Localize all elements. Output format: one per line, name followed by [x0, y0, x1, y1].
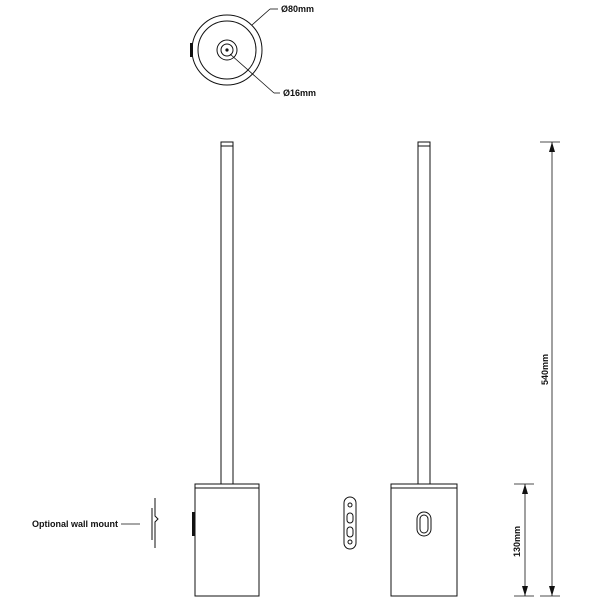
total-height-dimension: 540mm — [540, 141, 560, 597]
bracket-top-hole — [347, 502, 353, 508]
top-view-center-dot — [225, 48, 229, 52]
total-height-label: 540mm — [540, 354, 550, 385]
base-height-dimension: 130mm — [512, 483, 534, 597]
top-view: Ø80mm Ø16mm — [190, 4, 316, 98]
total-height-arrow-top — [549, 142, 555, 152]
top-view-inner-ring — [197, 20, 257, 80]
base-height-arrow-top — [522, 484, 528, 494]
bracket-plate-outline — [343, 496, 357, 550]
front-view-left — [192, 141, 260, 597]
bracket-plate — [343, 496, 357, 550]
top-view-handle-core — [220, 43, 234, 57]
total-height-arrow-bottom — [549, 586, 555, 596]
holder-right — [390, 483, 458, 597]
base-height-label: 130mm — [512, 526, 522, 557]
handle-right — [417, 141, 431, 485]
bracket-slot-upper — [346, 512, 354, 524]
wall-mount-note: Optional wall mount — [32, 519, 118, 529]
top-view-handle-ring — [216, 39, 238, 61]
outer-diameter-leader — [251, 8, 271, 26]
bracket-bottom-hole — [347, 539, 353, 545]
bracket-slot-lower — [346, 526, 354, 538]
front-view-right — [390, 141, 458, 597]
base-height-arrow-bottom — [522, 586, 528, 596]
top-view-wall-tab — [190, 43, 193, 57]
holder-left-mount-edge — [192, 512, 195, 536]
outer-diameter-label: Ø80mm — [281, 4, 314, 14]
wall-mount-detail: Optional wall mount — [32, 498, 159, 548]
holder-right-slot — [416, 511, 432, 537]
inner-diameter-label: Ø16mm — [283, 88, 316, 98]
handle-left — [220, 141, 234, 485]
inner-diameter-leader — [229, 53, 275, 94]
holder-right-slot-inner — [419, 514, 429, 534]
wall-mount-profile — [154, 498, 159, 548]
holder-left — [194, 483, 260, 597]
